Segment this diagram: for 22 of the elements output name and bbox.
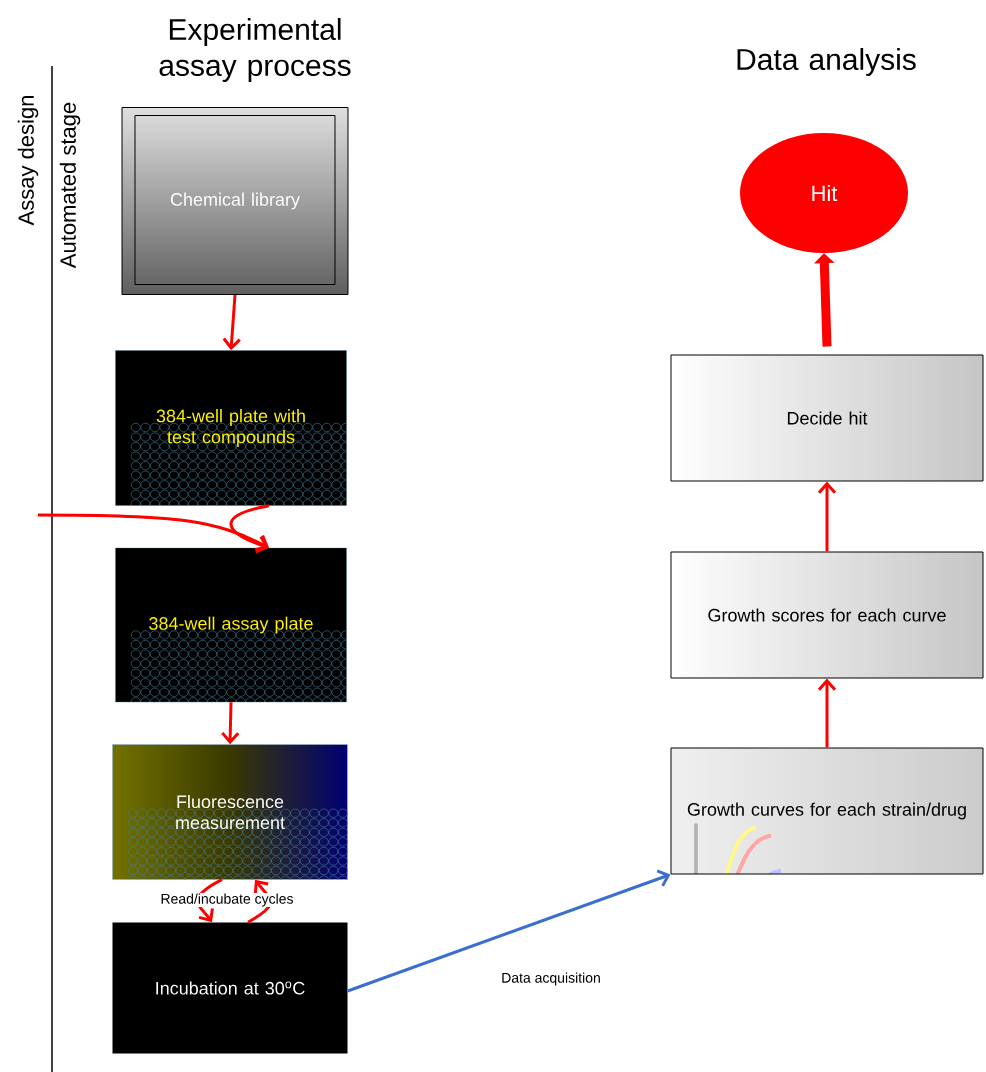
well-plate-box: 384-well assay plate [115, 547, 347, 703]
arrow [38, 513, 269, 552]
arrow [347, 869, 671, 993]
arrow [196, 878, 223, 923]
growth-curve-box: Growth curves for each strain/drug [670, 747, 984, 875]
arrow [817, 678, 837, 748]
incubator-box: Incubation at 30$^{o}$C [112, 922, 348, 1054]
arrow [247, 879, 272, 924]
well-plate-box: 384-well plate with test compounds [115, 350, 347, 506]
arrow [229, 504, 270, 554]
process-box: Growth scores for each curve [670, 551, 984, 679]
measurement-box: Fluorescence measurement [112, 744, 348, 880]
column-heading: Data analysis [737, 48, 916, 76]
cycle-label: Read/incubate cycles [159, 893, 295, 908]
library-box: Chemical library [121, 107, 349, 295]
arrow [222, 294, 241, 351]
arrow [221, 702, 240, 745]
arrow [817, 481, 837, 552]
side-label: Automated stage [59, 102, 81, 269]
edge-label: Data acquisition [500, 971, 602, 987]
side-label: Assay design [17, 96, 39, 226]
process-box: Decide hit [670, 354, 984, 482]
